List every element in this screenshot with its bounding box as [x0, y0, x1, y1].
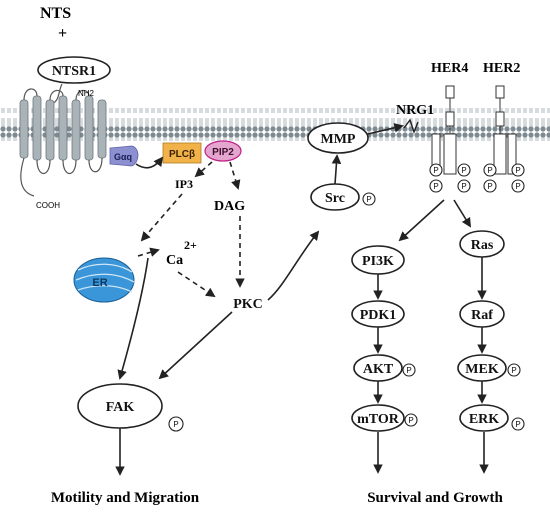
src-label: Src: [325, 191, 345, 206]
arrow-ip3-er: [140, 193, 183, 242]
fak-label: FAK: [106, 400, 135, 415]
ligand-plus: +: [58, 25, 67, 42]
g-protein-shape: [109, 145, 139, 167]
endoplasmic-reticulum: [73, 257, 135, 303]
erk-phospho: [511, 417, 525, 431]
ligand-label: NTS: [40, 5, 71, 22]
arrow-pkc-src: [267, 230, 320, 301]
her4-receptor: [431, 85, 457, 175]
akt-label: AKT: [363, 362, 394, 377]
mtor-oval: [351, 404, 405, 432]
raf-label: Raf: [471, 308, 493, 323]
n-terminus-label: NH2: [78, 89, 95, 98]
ras-label: Ras: [471, 238, 494, 253]
ip3-label: IP3: [175, 177, 193, 191]
fak-phospho-label: P: [173, 420, 178, 429]
dag-label: DAG: [214, 199, 245, 214]
arrow-src-mmp: [331, 154, 342, 185]
svg-text:P: P: [515, 182, 520, 191]
pip2-label: PIP2: [212, 147, 234, 158]
arrow-er-ca: [137, 247, 160, 257]
akt-phospho-label: P: [406, 366, 411, 375]
arrow-pip2-dag: [229, 161, 241, 190]
mtor-phospho-label: P: [408, 416, 413, 425]
erk-oval: [459, 404, 509, 432]
fak-phospho: [168, 416, 184, 432]
her2-receptor: [493, 85, 517, 175]
ntsr1-receptor: [19, 83, 107, 197]
svg-text:P: P: [487, 166, 492, 175]
nrg1-ligand: [403, 118, 419, 135]
mtor-label: mTOR: [357, 412, 400, 427]
cell-membrane: [0, 108, 550, 141]
svg-text:P: P: [433, 166, 438, 175]
arrow-receptor-ras: [453, 199, 472, 228]
ntsr1-oval: [37, 56, 111, 84]
mmp-oval: [307, 122, 369, 154]
arrow-pkc-fak: [158, 311, 233, 380]
mtor-phospho: [404, 413, 418, 427]
erk-label: ERK: [469, 412, 499, 427]
arrow-pip2-ip3: [194, 161, 213, 178]
pip2-oval: [204, 140, 242, 162]
svg-text:P: P: [433, 182, 438, 191]
plc-label: PLCβ: [169, 149, 195, 160]
mmp-label: MMP: [321, 132, 356, 147]
arrow-receptor-pi3k: [398, 199, 445, 242]
akt-phospho: [402, 363, 416, 377]
her2-label: HER2: [483, 61, 520, 76]
svg-text:P: P: [461, 166, 466, 175]
pkc-label: PKC: [233, 297, 263, 312]
outcome-right: Survival and Growth: [367, 490, 503, 506]
arrow-er-fak: [117, 257, 149, 380]
outcome-left: Motility and Migration: [51, 490, 200, 506]
arrow-ca-pkc: [177, 271, 216, 298]
c-terminus-label: COOH: [36, 201, 60, 210]
mek-phospho-label: P: [511, 366, 516, 375]
calcium-label: Ca: [166, 253, 183, 268]
g-protein-label: Gαq: [114, 152, 132, 162]
svg-text:P: P: [487, 182, 492, 191]
src-phospho-label: P: [366, 195, 371, 204]
erk-phospho-label: P: [515, 420, 520, 429]
calcium-charge: 2+: [184, 238, 197, 252]
nrg1-label: NRG1: [396, 103, 434, 118]
pi3k-label: PI3K: [362, 254, 394, 269]
mek-label: MEK: [465, 362, 499, 377]
her4-label: HER4: [431, 61, 468, 76]
arrow-mmp-nrg1: [367, 123, 404, 135]
pdk1-label: PDK1: [360, 308, 397, 323]
arrow-gq-plc: [135, 156, 164, 169]
svg-text:P: P: [515, 166, 520, 175]
receptor-phospho-sites: P P P P P P P P: [429, 163, 525, 193]
src-phospho: [362, 192, 376, 206]
mek-phospho: [507, 363, 521, 377]
svg-text:P: P: [461, 182, 466, 191]
er-label: ER: [92, 277, 107, 289]
ntsr1-label: NTSR1: [52, 64, 96, 79]
plc-box: [162, 142, 202, 164]
